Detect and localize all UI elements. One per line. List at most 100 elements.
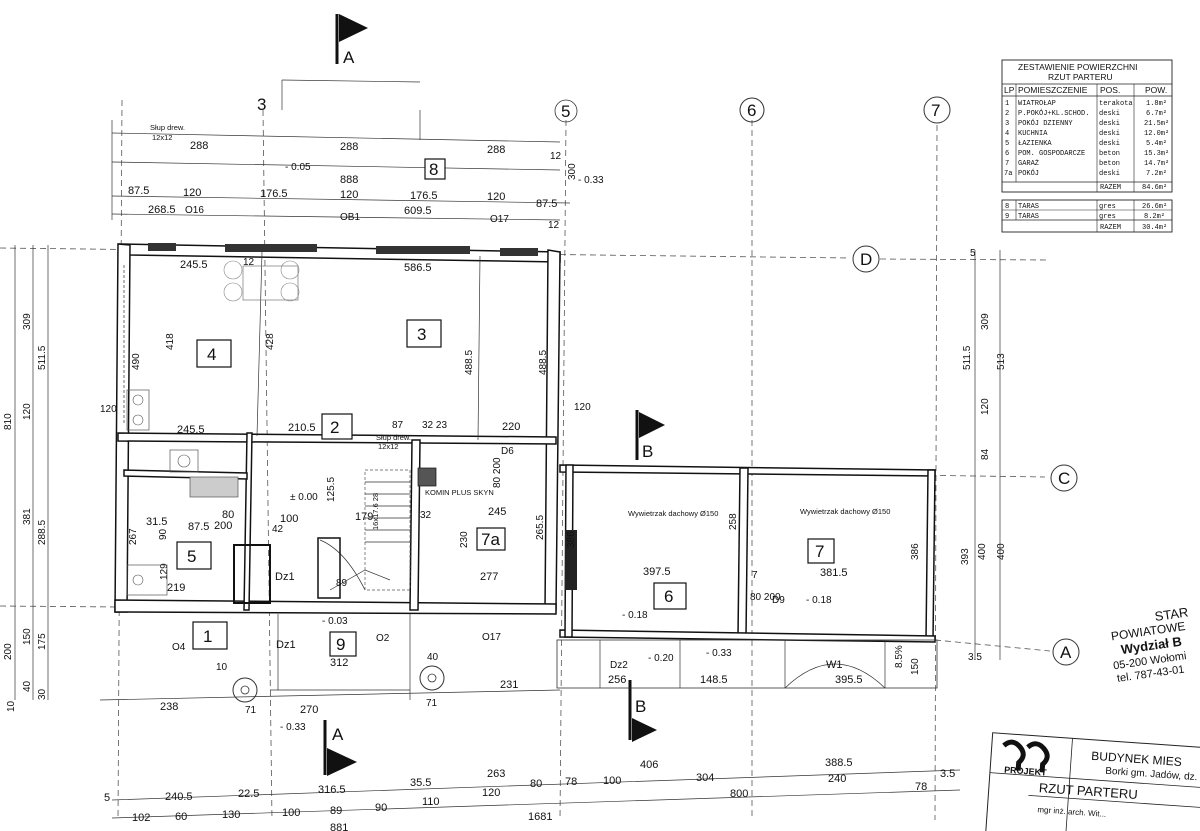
slope-85: 8.5% — [894, 645, 905, 668]
room-3-box — [406, 319, 442, 348]
table-cell: POKÓJ DZIENNY — [1018, 118, 1073, 128]
bathroom-fixtures — [126, 389, 437, 596]
dim-80-200b: 80 200 — [750, 592, 781, 603]
dim-129: 129 — [159, 563, 170, 580]
dim-120b: 120 — [340, 189, 358, 201]
table-cell: TARAS — [1018, 213, 1039, 221]
right-dimension-lines — [974, 250, 1001, 660]
table-cell: P.POKÓJ+KL.SCHOD. — [1018, 108, 1089, 118]
side-513: 513 — [996, 353, 1007, 370]
room-9-box — [329, 631, 357, 657]
table-sum-value: 84.6m² — [1142, 184, 1167, 192]
table-cell: beton — [1099, 160, 1120, 168]
window-w1: W1 — [826, 659, 843, 671]
section-b-right-label: B — [642, 442, 653, 461]
dim-267: 267 — [128, 528, 139, 545]
bottom-dim-800: 800 — [730, 788, 748, 800]
table-cell: 8 — [1005, 203, 1009, 211]
left-dimension-lines — [14, 245, 49, 700]
dim-270: 270 — [300, 704, 318, 716]
svg-text:3: 3 — [257, 95, 266, 114]
door-d9: D9 — [772, 595, 785, 606]
dim-418: 418 — [165, 333, 176, 350]
dim-300: 300 — [567, 163, 578, 180]
level-033-top: - 0.33 — [578, 175, 604, 186]
table-cell: TARAS — [1018, 203, 1039, 211]
table-cell: deski — [1099, 170, 1120, 178]
bottom-dim-78b: 78 — [915, 781, 927, 793]
table-cell: 7a — [1004, 170, 1012, 178]
axis-d: D — [852, 245, 880, 273]
title-block: PROJEKT BUDYNEK MIES Borki gm. Jadów, dz… — [985, 732, 1200, 831]
table-head-room: POMIESZCZENIE — [1018, 85, 1088, 95]
dim-428: 428 — [265, 333, 276, 350]
vent-label-2: Wywietrzak dachowy Ø150 — [800, 507, 890, 516]
table-cell: 1.8m² — [1146, 100, 1167, 108]
table-cell: deski — [1099, 130, 1120, 138]
table-cell: 4 — [1005, 130, 1009, 138]
dim-40: 40 — [427, 652, 439, 663]
table-title-2: RZUT PARTERU — [1048, 72, 1113, 82]
left-dim-200: 200 — [3, 643, 14, 660]
drawing-title: RZUT PARTERU — [1038, 780, 1138, 802]
dim-120e: 120 — [574, 402, 591, 413]
left-dim-40: 40 — [22, 680, 33, 692]
axis-7: 7 — [923, 96, 951, 124]
table-cell: 3 — [1005, 120, 1009, 128]
room-5-label: 5 — [187, 547, 196, 566]
dim-87: 87 — [392, 420, 404, 431]
dim-256: 256 — [608, 674, 626, 686]
dim-7: 7 — [752, 570, 758, 581]
staircase — [319, 469, 411, 591]
table-cell: 1 — [1005, 100, 1009, 108]
table-head-pow: POW. — [1145, 85, 1167, 95]
bottom-dim-110: 110 — [422, 796, 440, 808]
chimney-label: KOMIN PLUS SKYN — [425, 488, 494, 497]
dim-71b: 71 — [426, 698, 438, 709]
door-dz1b: Dz1 — [276, 639, 296, 651]
dim-80: 80 — [222, 509, 234, 521]
bottom-dim-2405: 240.5 — [165, 791, 193, 803]
side-5115: 511.5 — [962, 345, 973, 370]
dim-875a: 87.5 — [128, 185, 149, 197]
bottom-dim-304: 304 — [696, 772, 714, 784]
window-o17b: O17 — [482, 632, 501, 643]
left-dim-381: 381 — [22, 508, 33, 525]
bottom-dim-80: 80 — [530, 778, 542, 790]
table-cell: gres — [1099, 203, 1116, 211]
table-cell: KUCHNIA — [1018, 130, 1048, 138]
door-d6: D6 — [501, 446, 514, 457]
bottom-dim-225: 22.5 — [238, 788, 259, 800]
table-cell: 5.4m² — [1146, 140, 1167, 148]
table-cell: 12.0m² — [1144, 130, 1169, 138]
dim-120d: 120 — [100, 404, 117, 415]
section-marker-b-right: B — [635, 410, 665, 461]
table-cell: 7.2m² — [1146, 170, 1167, 178]
dim-1255: 125.5 — [326, 477, 337, 502]
company-logo: PROJEKT — [1002, 739, 1050, 778]
table-cell: 6.7m² — [1146, 110, 1167, 118]
slup-size-1: 12x12 — [378, 442, 398, 451]
left-dim-30: 30 — [37, 688, 48, 700]
dim-90: 90 — [158, 528, 169, 540]
room-6-label: 6 — [664, 587, 673, 606]
dim-288c: 288 — [487, 144, 505, 156]
level-018a: - 0.18 — [622, 610, 648, 621]
vent-label-1: Wywietrzak dachowy Ø150 — [628, 509, 718, 518]
dim-100: 100 — [280, 513, 298, 525]
side-84: 84 — [980, 448, 991, 460]
axis-c: C — [1050, 464, 1078, 492]
dim-120a: 120 — [183, 187, 201, 199]
room-7-label: 7 — [815, 542, 824, 561]
door-dz1a: Dz1 — [275, 571, 295, 583]
dim-2455b: 245.5 — [177, 424, 205, 436]
table-cell: deski — [1099, 120, 1120, 128]
bottom-dim-60: 60 — [175, 811, 187, 823]
room-2-box — [321, 413, 353, 440]
dim-3975: 397.5 — [643, 566, 671, 578]
table-sum-value: 30.4m² — [1142, 224, 1167, 232]
section-marker-b-bottom: B — [628, 680, 657, 742]
table-cell: gres — [1099, 213, 1116, 221]
dim-386b: 386 — [910, 543, 921, 560]
